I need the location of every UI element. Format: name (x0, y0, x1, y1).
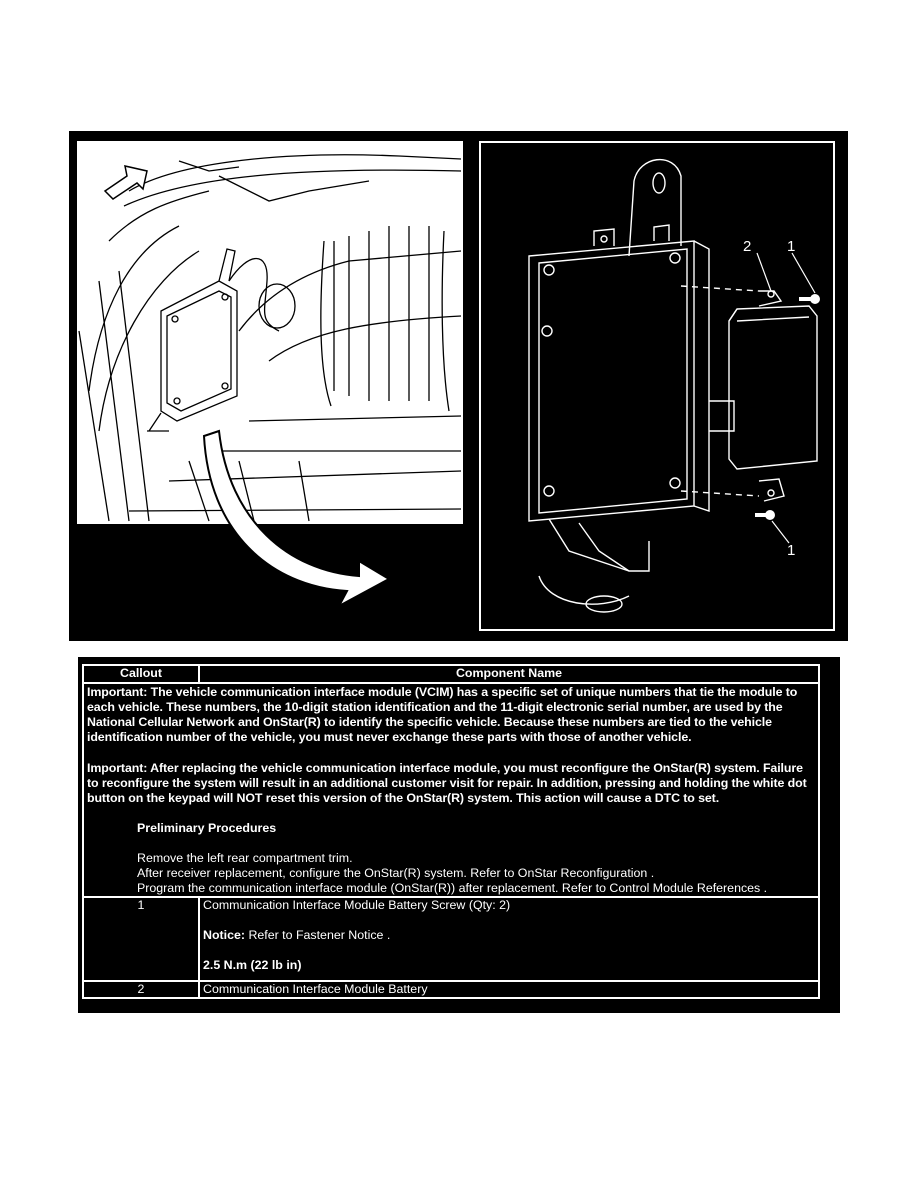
table-row: 2 Communication Interface Module Battery (82, 980, 820, 999)
torque-spec: 2.5 N.m (22 lb in) (203, 958, 302, 972)
important-note-2: Important: After replacing the vehicle c… (87, 761, 807, 805)
notice-text: Refer to Fastener Notice . (245, 928, 391, 942)
component-name: Communication Interface Module Battery S… (203, 898, 511, 912)
component-table-container: Callout Component Name Important: The ve… (78, 657, 840, 1013)
table-row: 1 Communication Interface Module Battery… (82, 896, 820, 982)
callout-cell: 1 (82, 896, 200, 982)
preliminary-step: After receiver replacement, configure th… (137, 866, 655, 880)
screw-icon (755, 294, 820, 520)
illustration-figure: 2 1 1 (69, 131, 848, 641)
notice-line: Notice: Refer to Fastener Notice . (203, 928, 815, 943)
callout-cell: 2 (82, 980, 200, 999)
important-note-1: Important: The vehicle communication int… (87, 685, 798, 744)
arrow-forward-icon (103, 165, 148, 200)
preliminary-step: Remove the left rear compartment trim. (137, 851, 353, 865)
callout-label-1-bottom: 1 (787, 542, 795, 559)
table-row-notes: Important: The vehicle communication int… (82, 682, 820, 898)
curved-arrow-icon (202, 429, 392, 609)
table-header-row: Callout Component Name (82, 664, 820, 684)
illustration-svg: 2 1 1 (77, 141, 835, 631)
left-panel-drawing (77, 141, 463, 609)
component-name: Communication Interface Module Battery (198, 980, 820, 999)
callout-label-1-top: 1 (787, 238, 795, 255)
header-component-name: Component Name (198, 664, 820, 684)
preliminary-step: Program the communication interface modu… (137, 881, 768, 895)
callout-label-2: 2 (743, 238, 751, 255)
component-cell: Communication Interface Module Battery S… (198, 896, 820, 982)
notice-label: Notice: (203, 928, 245, 942)
preliminary-procedures-heading: Preliminary Procedures (137, 821, 277, 835)
component-table: Callout Component Name Important: The ve… (82, 664, 820, 999)
header-callout: Callout (82, 664, 200, 684)
right-panel-drawing: 2 1 1 (479, 141, 835, 631)
notes-cell: Important: The vehicle communication int… (82, 682, 820, 898)
